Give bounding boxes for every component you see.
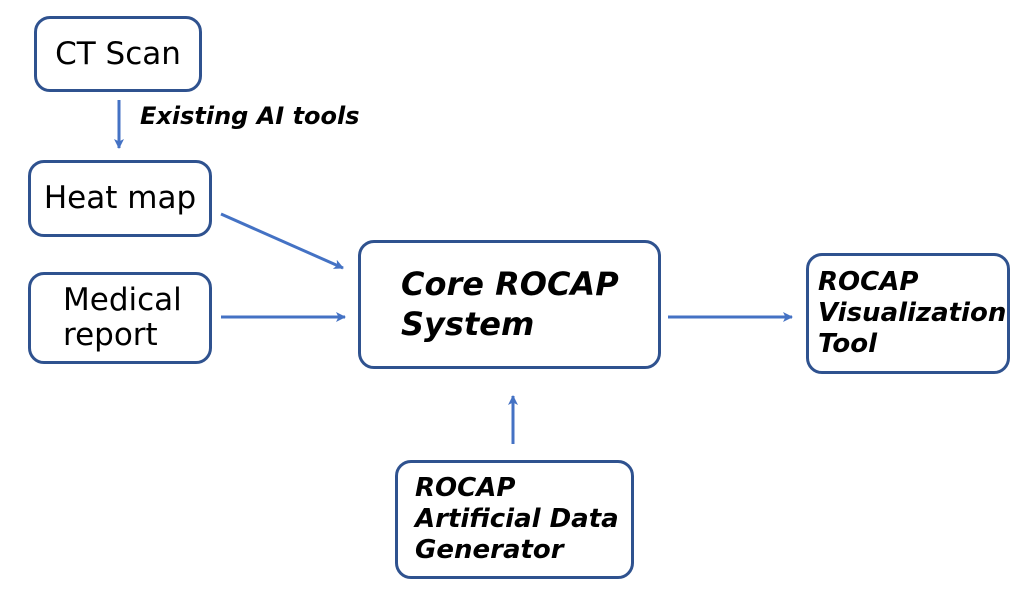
- node-vis-line-2: Visualization: [818, 298, 1007, 329]
- edge-label-existing-ai-tools: Existing AI tools: [140, 102, 360, 130]
- node-medical-report: Medical report: [28, 272, 212, 364]
- node-gen-line-1: ROCAP: [415, 473, 516, 504]
- node-ct-scan-label: CT Scan: [55, 35, 181, 72]
- node-heat-map-label: Heat map: [43, 180, 197, 217]
- node-rocap-visualization-tool: ROCAP Visualization Tool: [806, 253, 1010, 374]
- node-vis-line-3: Tool: [818, 328, 878, 359]
- node-core-line-2: System: [401, 304, 535, 343]
- node-medical-report-line-2: report: [63, 317, 158, 353]
- node-gen-line-3: Generator: [415, 534, 564, 565]
- node-core-line-1: Core ROCAP: [401, 265, 619, 304]
- node-medical-report-line-1: Medical: [63, 282, 182, 319]
- node-core-rocap-system: Core ROCAP System: [358, 240, 661, 369]
- node-gen-line-2: Artificial Data: [415, 504, 619, 535]
- node-heat-map: Heat map: [28, 160, 212, 237]
- node-rocap-artificial-data-generator: ROCAP Artificial Data Generator: [395, 460, 634, 579]
- arrow-heatmap-to-core: [220, 212, 344, 270]
- node-vis-line-1: ROCAP: [818, 267, 919, 298]
- node-ct-scan: CT Scan: [34, 16, 202, 92]
